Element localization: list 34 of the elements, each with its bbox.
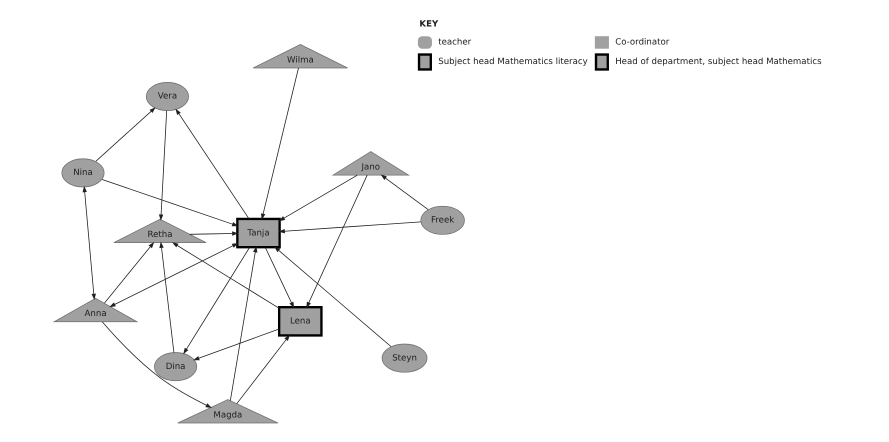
arrow: [278, 174, 358, 222]
arrow: [175, 108, 250, 220]
arrow: [109, 243, 238, 308]
node-ellipse: Freek: [420, 206, 465, 235]
node-ellipse: Steyn: [382, 344, 428, 373]
arrow: [159, 242, 174, 353]
legend-label: Subject head Mathematics literacy: [438, 57, 588, 68]
label: KEY: [419, 20, 438, 30]
node-ellipse: Nina: [61, 158, 105, 188]
arrow: [95, 107, 156, 162]
arrow: [261, 68, 299, 220]
arrow: [306, 174, 368, 308]
arrow: [158, 110, 168, 221]
legend-label: Head of department, subject head Mathematics: [615, 57, 822, 68]
arrow: [264, 246, 294, 308]
arrow: [183, 246, 250, 354]
arrow: [82, 186, 96, 300]
arrow: [102, 179, 238, 226]
legend-label: Co-ordinator: [615, 38, 670, 48]
arrow: [380, 174, 429, 210]
node-box: Tanja: [236, 218, 281, 248]
arrow: [230, 246, 258, 401]
arrow: [172, 242, 280, 309]
arrow: [102, 322, 212, 408]
arrow: [236, 334, 290, 404]
node-box: Lena: [278, 306, 323, 337]
arrow: [278, 221, 422, 234]
node-ellipse: Dina: [154, 352, 198, 382]
arrow: [104, 242, 154, 304]
arrow: [274, 246, 392, 348]
arrow: [189, 231, 238, 236]
legend-label: teacher: [438, 38, 472, 48]
node-ellipse: Vera: [146, 82, 189, 112]
arrow: [193, 328, 280, 360]
